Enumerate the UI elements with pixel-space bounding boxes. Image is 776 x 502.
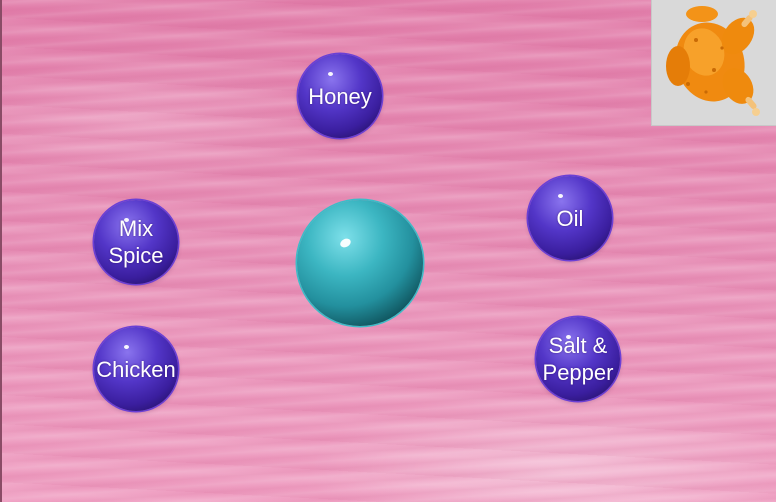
mixing-ball[interactable] <box>297 200 423 326</box>
roast-chicken-icon <box>666 6 760 116</box>
ingredient-label-salt-pepper: Salt & Pepper <box>542 333 614 385</box>
ingredient-label-chicken: Chicken <box>96 356 176 382</box>
ingredient-ball-chicken[interactable]: Chicken <box>94 327 178 411</box>
ingredient-ball-mix-spice[interactable]: Mix Spice <box>94 200 178 284</box>
ingredient-ball-oil[interactable]: Oil <box>528 176 612 260</box>
ingredient-label-honey: Honey <box>308 83 372 109</box>
ingredient-label-mix-spice: Mix Spice <box>108 216 164 268</box>
ingredient-ball-salt-pepper[interactable]: Salt & Pepper <box>536 317 620 401</box>
table-edge <box>0 0 2 502</box>
ingredient-label-oil: Oil <box>556 205 584 231</box>
roast-chicken-preview <box>651 0 776 126</box>
ingredient-ball-honey[interactable]: Honey <box>298 54 382 138</box>
